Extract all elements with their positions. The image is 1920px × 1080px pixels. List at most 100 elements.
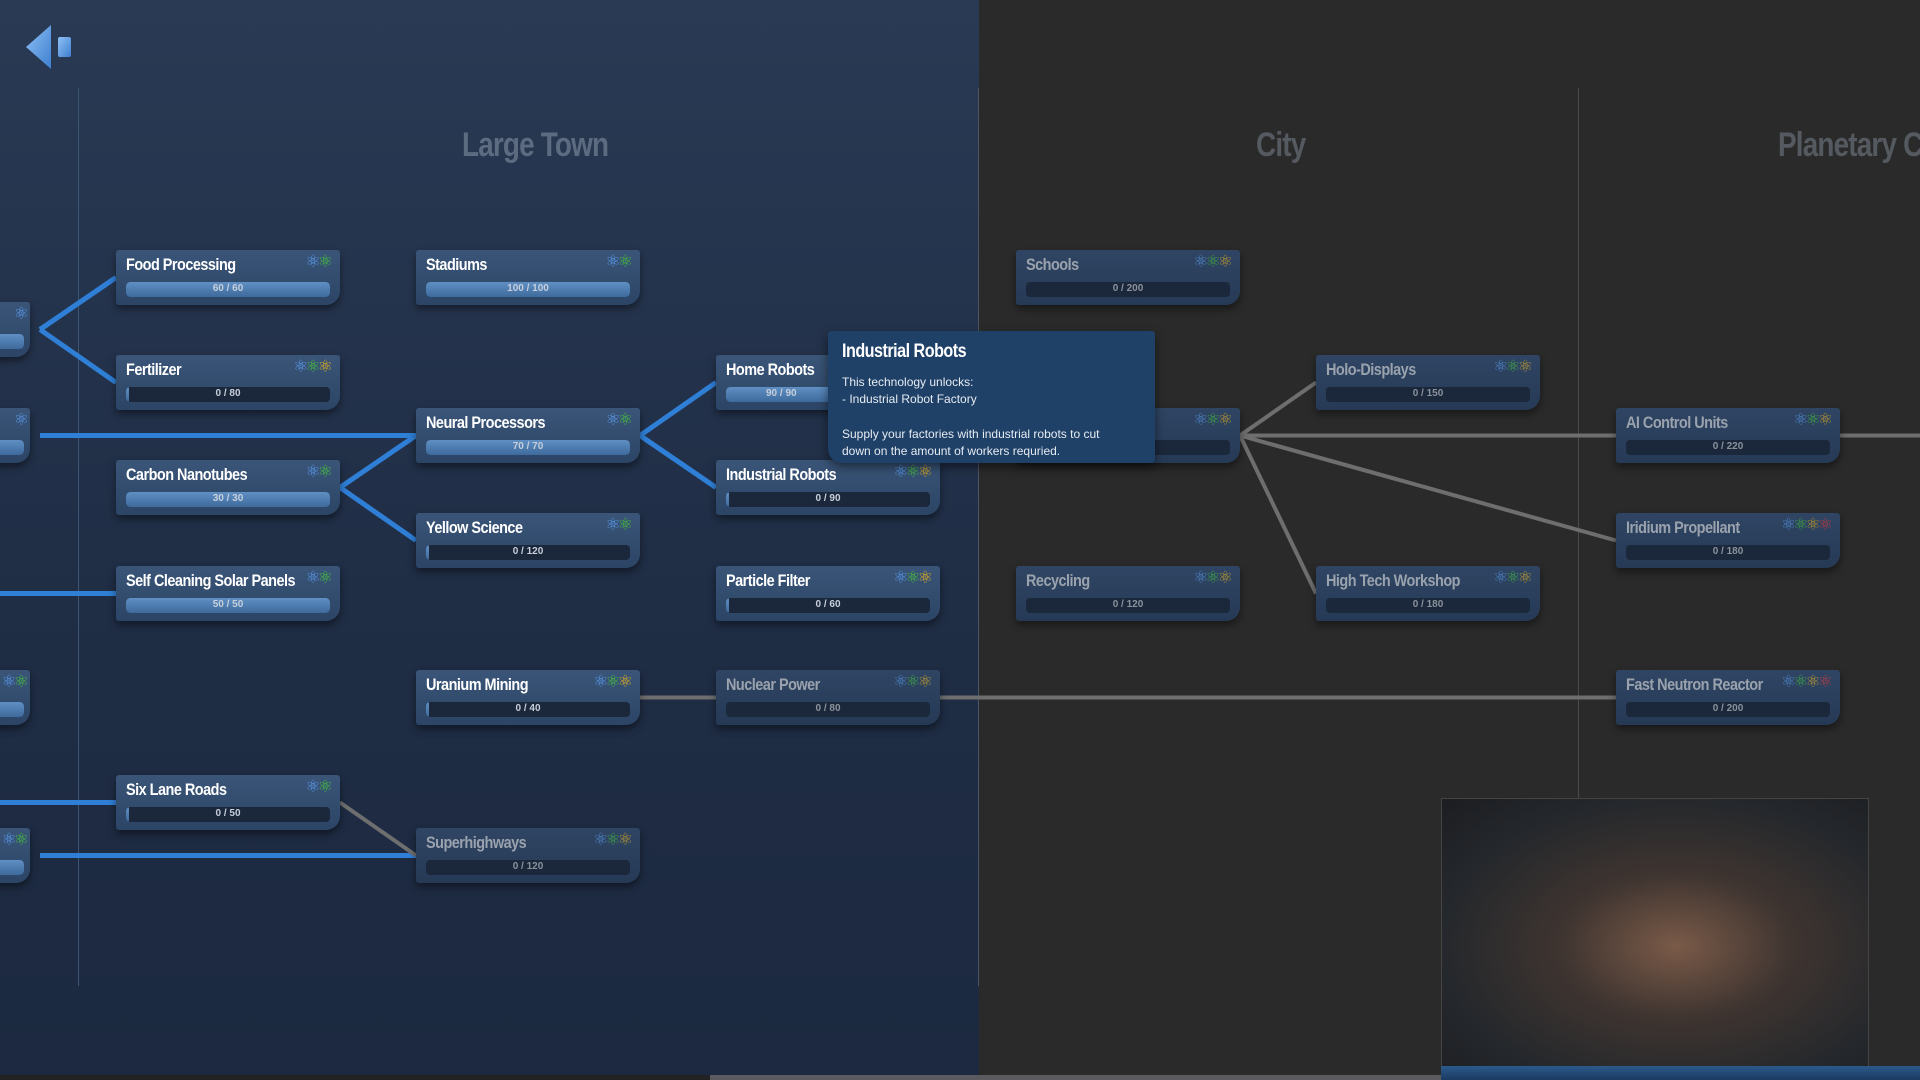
research-progress-bar: 0 / 200 [1626,702,1830,717]
yellow-science-icon: ⚛ [617,672,633,692]
tech-node-carbon-nanotubes[interactable]: Carbon Nanotubes⚛⚛30 / 30 [116,460,340,515]
research-progress-bar: 0 / 180 [1326,598,1530,613]
tech-node-high-tech-workshop[interactable]: High Tech Workshop ⚛⚛⚛ 0 / 180 [1316,566,1540,621]
science-cost-icons: ⚛⚛⚛ [1493,568,1533,588]
tech-node-offscreen-3[interactable]: ⚛⚛ [0,670,30,725]
blue-science-icon: ⚛ [593,830,608,850]
tech-node-self-cleaning-solar-panels[interactable]: Self Cleaning Solar Panels⚛⚛50 / 50 [116,566,340,621]
tech-node-schools[interactable]: Schools⚛⚛⚛0 / 200 [1016,250,1240,305]
green-science-icon: ⚛ [1505,357,1521,377]
blue-science-icon: ⚛ [605,515,621,535]
tech-node-yellow-science[interactable]: Yellow Science⚛⚛0 / 120 [416,513,640,568]
research-progress-bar: 0 / 120 [426,545,630,560]
progress-text: 0 / 220 [1712,441,1744,452]
green-science-icon: ⚛ [305,357,321,377]
research-progress-bar [0,334,24,349]
progress-text: 60 / 60 [212,283,244,294]
tech-node-holo-displays[interactable]: Holo-Displays⚛⚛⚛0 / 150 [1316,355,1540,410]
green-science-icon: ⚛ [1793,672,1808,692]
progress-fill [426,545,429,560]
back-arrow-icon [26,25,71,69]
progress-fill [0,860,24,875]
science-cost-icons: ⚛ [14,410,29,430]
era-title-city: City [1256,126,1306,164]
tech-node-neural-processors[interactable]: Neural Processors⚛⚛70 / 70 [416,408,640,463]
yellow-science-icon: ⚛ [1217,568,1233,588]
tech-node-particle-filter[interactable]: Particle Filter⚛⚛⚛0 / 60 [716,566,940,621]
tech-node-industrial-robots[interactable]: Industrial Robots⚛⚛⚛0 / 90 [716,460,940,515]
green-science-icon: ⚛ [317,568,333,588]
progress-text: 0 / 40 [515,703,541,714]
yellow-science-icon: ⚛ [317,357,333,377]
blue-science-icon: ⚛ [1493,357,1508,377]
tech-node-fertilizer[interactable]: Fertilizer⚛⚛⚛0 / 80 [116,355,340,410]
horizontal-scrollbar-thumb[interactable] [710,1075,1441,1080]
blue-science-icon: ⚛ [1781,515,1796,535]
tech-name: Fast Neutron Reactor [1626,675,1763,694]
tech-node-fast-neutron-reactor[interactable]: Fast Neutron Reactor⚛⚛⚛⚛0 / 200 [1616,670,1840,725]
tech-node-stadiums[interactable]: Stadiums⚛⚛100 / 100 [416,250,640,305]
link-offscreen-1-to-fertilizer [38,327,118,385]
link-neural-processors-to-industrial-robots [638,433,718,490]
webcam-frame-bar [1441,1066,1920,1080]
progress-text: 30 / 30 [212,493,244,504]
tech-node-uranium-mining[interactable]: Uranium Mining⚛⚛⚛0 / 40 [416,670,640,725]
tech-node-superhighways[interactable]: Superhighways⚛⚛⚛0 / 120 [416,828,640,883]
tech-name: AI Control Units [1626,413,1728,432]
tech-node-food-processing[interactable]: Food Processing⚛⚛60 / 60 [116,250,340,305]
red-science-icon: ⚛ [1817,672,1833,692]
tooltip-unlocks-item: - Industrial Robot Factory [842,392,977,406]
progress-fill [126,282,330,297]
tech-name: Fertilizer [126,360,182,379]
research-progress-bar [0,702,24,717]
research-progress-bar [0,440,24,455]
progress-text: 0 / 180 [1412,599,1444,610]
science-cost-icons: ⚛⚛ [306,252,334,272]
link-hidden-city-tech-to-high-tech-workshop [1238,434,1318,595]
era-divider [78,88,79,986]
link-neural-processors-to-home-robots [638,380,718,438]
tech-node-ai-control-units[interactable]: AI Control Units⚛⚛⚛0 / 220 [1616,408,1840,463]
research-progress-bar: 0 / 220 [1626,440,1830,455]
progress-fill [726,598,729,613]
science-cost-icons: ⚛⚛⚛ [1493,357,1533,377]
tech-node-six-lane-roads[interactable]: Six Lane Roads⚛⚛0 / 50 [116,775,340,830]
tooltip-description: Supply your factories with industrial ro… [842,427,1100,441]
tech-name: Iridium Propellant [1626,518,1740,537]
green-science-icon: ⚛ [1805,410,1821,430]
research-progress-bar: 30 / 30 [126,492,330,507]
yellow-science-icon: ⚛ [1805,515,1821,535]
science-cost-icons: ⚛⚛⚛ [1193,410,1233,430]
research-progress-bar: 0 / 80 [726,702,930,717]
science-cost-icons: ⚛⚛⚛ [593,830,633,850]
progress-fill [126,387,129,402]
progress-fill [0,440,24,455]
research-progress-bar: 100 / 100 [426,282,630,297]
progress-text: 0 / 200 [1112,283,1144,294]
progress-fill [426,702,429,717]
science-cost-icons: ⚛⚛⚛ [1193,568,1233,588]
science-cost-icons: ⚛⚛ [606,410,634,430]
tech-name: High Tech Workshop [1326,571,1461,590]
blue-science-icon: ⚛ [605,252,621,272]
link-carbon-nanotubes-to-yellow-science [338,485,418,543]
progress-fill [0,702,24,717]
science-cost-icons: ⚛⚛⚛ [1193,252,1233,272]
tech-node-iridium-propellant[interactable]: Iridium Propellant⚛⚛⚛⚛0 / 180 [1616,513,1840,568]
blue-science-icon: ⚛ [1493,568,1508,588]
era-divider [978,88,979,986]
tech-node-offscreen-2[interactable]: ⚛ [0,408,30,463]
back-button[interactable] [24,22,74,72]
blue-science-icon: ⚛ [893,568,908,588]
research-progress-bar: 0 / 90 [726,492,930,507]
tech-node-recycling[interactable]: Recycling⚛⚛⚛0 / 120 [1016,566,1240,621]
tech-node-offscreen-1[interactable]: ⚛ [0,302,30,357]
science-cost-icons: ⚛ [14,304,29,324]
research-progress-bar: 0 / 40 [426,702,630,717]
tooltip-description: down on the amount of workers requried. [842,444,1061,458]
progress-text: 70 / 70 [512,441,544,452]
research-progress-bar: 0 / 50 [126,807,330,822]
tech-node-nuclear-power[interactable]: Nuclear Power⚛⚛⚛0 / 80 [716,670,940,725]
tech-node-offscreen-4[interactable]: ⚛⚛ [0,828,30,883]
link-carbon-nanotubes-to-neural-processors [338,433,418,490]
